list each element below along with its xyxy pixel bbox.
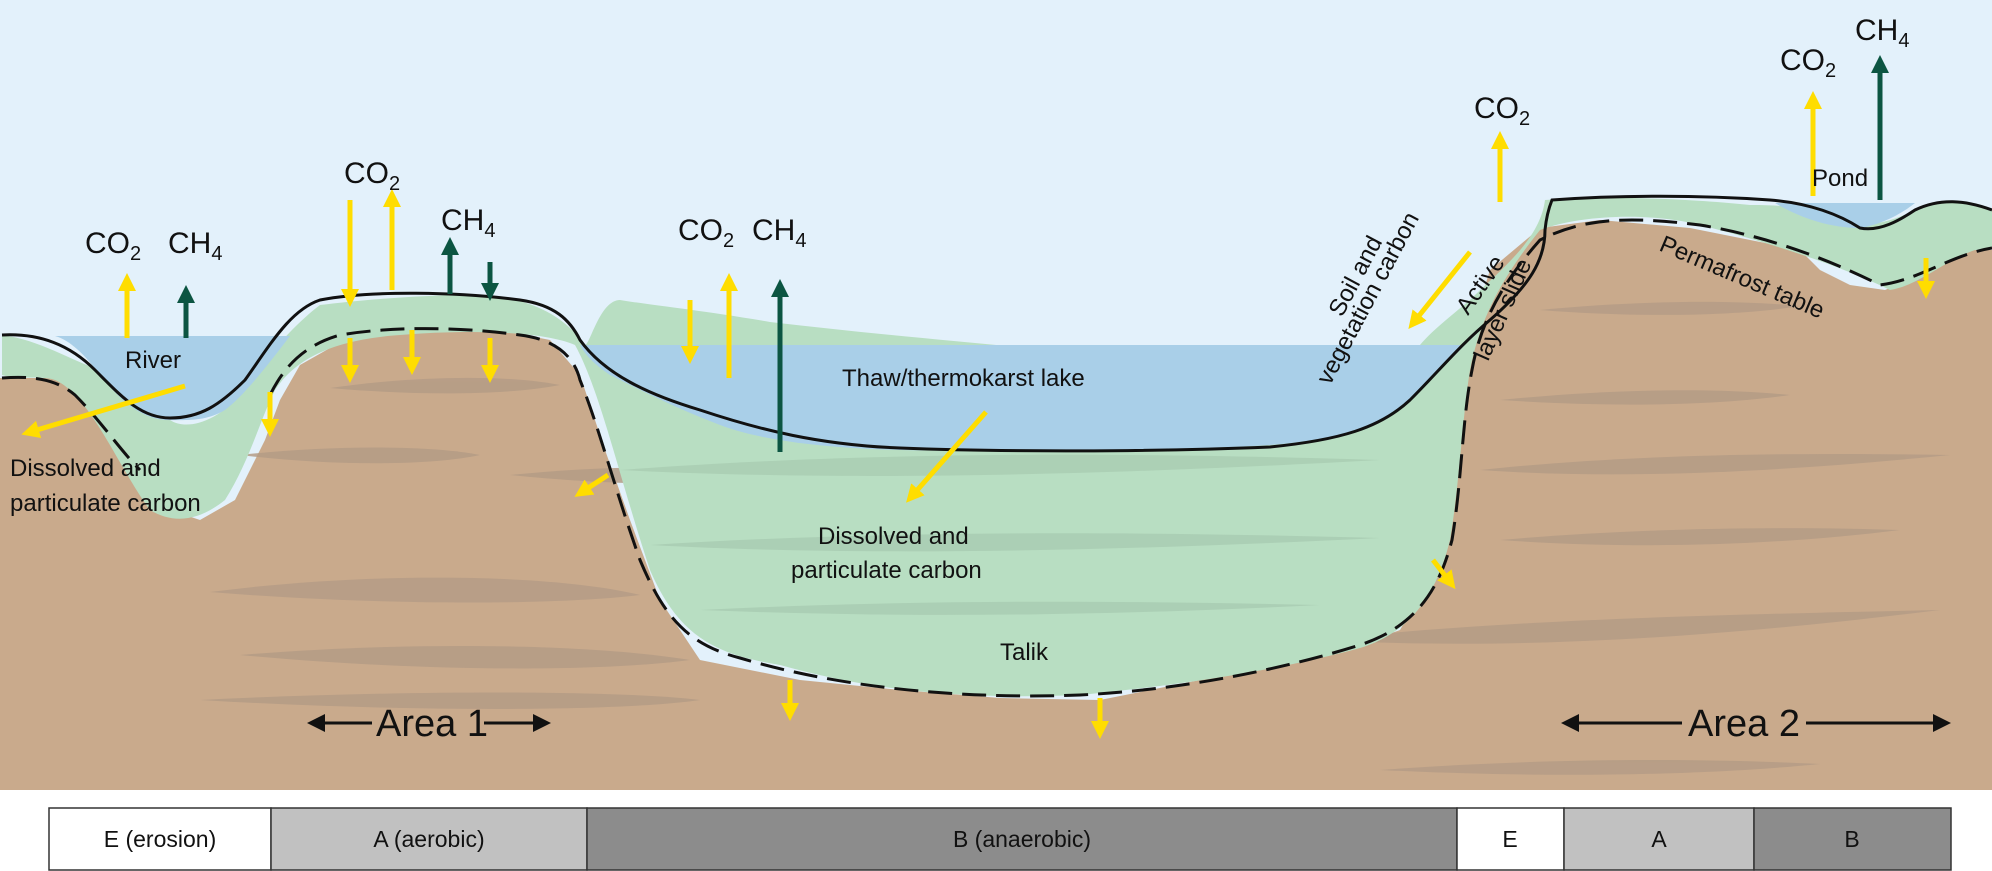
- river-water: [55, 336, 290, 421]
- permafrost-table-lines: [1, 218, 1992, 698]
- ch4-label: CH4: [441, 204, 495, 242]
- dissolved-carbon-label: particulate carbon: [791, 557, 982, 584]
- talik-label: Talik: [1000, 639, 1049, 666]
- area-1-marker: Area 1: [307, 703, 551, 745]
- zone-anaerobic: [586, 807, 1458, 871]
- talik-streaks: [620, 454, 1380, 615]
- zone-aerobic: [270, 807, 588, 871]
- zone-erosion: [1456, 807, 1565, 871]
- ch4-flux-arrows: [177, 55, 1889, 452]
- co2-label: CO2: [85, 227, 141, 265]
- zone-label: A: [1651, 826, 1667, 852]
- co2-label: CO2: [344, 157, 400, 195]
- river-label: River: [125, 347, 181, 374]
- zone-label: E: [1502, 826, 1517, 852]
- ch4-label: CH4: [752, 214, 806, 252]
- arrow-down-right: [1431, 558, 1456, 590]
- zone-label: E (erosion): [104, 826, 216, 852]
- area-2-label: Area 2: [1688, 703, 1800, 745]
- zone-label: B (anaerobic): [953, 826, 1091, 852]
- dissolved-carbon-label: particulate carbon: [10, 490, 201, 517]
- zone-aerobic: [1563, 807, 1755, 871]
- pond-label: Pond: [1812, 165, 1868, 192]
- arrow-down-left: [574, 472, 610, 497]
- ch4-label: CH4: [168, 227, 222, 265]
- co2-label: CO2: [1780, 44, 1836, 82]
- zone-label: B: [1844, 826, 1859, 852]
- area-1-label: Area 1: [376, 703, 488, 745]
- zone-bar: E (erosion) A (aerobic) B (anaerobic) E …: [48, 807, 1952, 871]
- pond-water: [1775, 203, 1915, 228]
- zone-erosion: [48, 807, 272, 871]
- zone-anaerobic: [1753, 807, 1952, 871]
- yellow-flux-arrows: [21, 91, 1822, 503]
- co2-label: CO2: [1474, 92, 1530, 130]
- co2-label: CO2: [678, 214, 734, 252]
- area-2-marker: Area 2: [1561, 703, 1951, 745]
- lake-label: Thaw/thermokarst lake: [842, 365, 1085, 392]
- gas-labels: CO2 CH4 CO2 CH4 CO2 CH4 CO2 CO2 CH4: [85, 14, 1909, 265]
- lake-water: [580, 345, 1465, 452]
- soil-carbon-arrow: [1408, 250, 1472, 330]
- ground-surface-line: [1, 194, 1992, 453]
- yellow-small-arrows: [261, 258, 1935, 739]
- ch4-label: CH4: [1855, 14, 1909, 52]
- carbon-to-lake-arrow: [906, 410, 988, 503]
- carbon-to-river-arrow: [21, 383, 186, 439]
- zone-label: A (aerobic): [373, 826, 484, 852]
- dissolved-carbon-label: Dissolved and: [818, 523, 969, 550]
- dissolved-carbon-label: Dissolved and: [10, 455, 161, 482]
